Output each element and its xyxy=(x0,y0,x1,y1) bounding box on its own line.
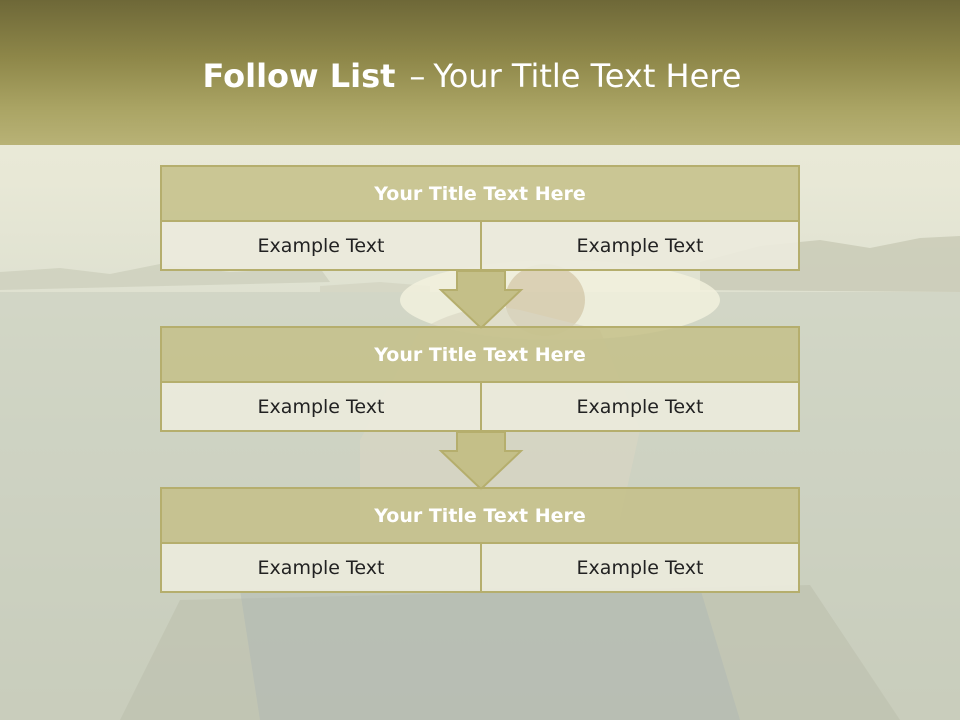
list-block-2: Your Title Text Here Example Text Exampl… xyxy=(160,326,800,432)
block-title[interactable]: Your Title Text Here xyxy=(160,487,800,544)
block-cell-right[interactable]: Example Text xyxy=(480,220,800,271)
block-title[interactable]: Your Title Text Here xyxy=(160,326,800,383)
block-cell-left[interactable]: Example Text xyxy=(160,381,482,432)
down-arrow-icon xyxy=(438,270,524,330)
title-bold: Follow List xyxy=(202,57,396,95)
block-cell-right[interactable]: Example Text xyxy=(480,542,800,593)
list-block-3: Your Title Text Here Example Text Exampl… xyxy=(160,487,800,593)
block-cell-right[interactable]: Example Text xyxy=(480,381,800,432)
page-title: Follow List–Your Title Text Here xyxy=(0,54,944,98)
header-band xyxy=(0,0,960,145)
down-arrow-icon xyxy=(438,431,524,491)
title-dash: – xyxy=(409,57,426,95)
block-cell-left[interactable]: Example Text xyxy=(160,542,482,593)
block-title[interactable]: Your Title Text Here xyxy=(160,165,800,222)
block-cell-left[interactable]: Example Text xyxy=(160,220,482,271)
list-block-1: Your Title Text Here Example Text Exampl… xyxy=(160,165,800,271)
title-rest: Your Title Text Here xyxy=(433,57,742,95)
